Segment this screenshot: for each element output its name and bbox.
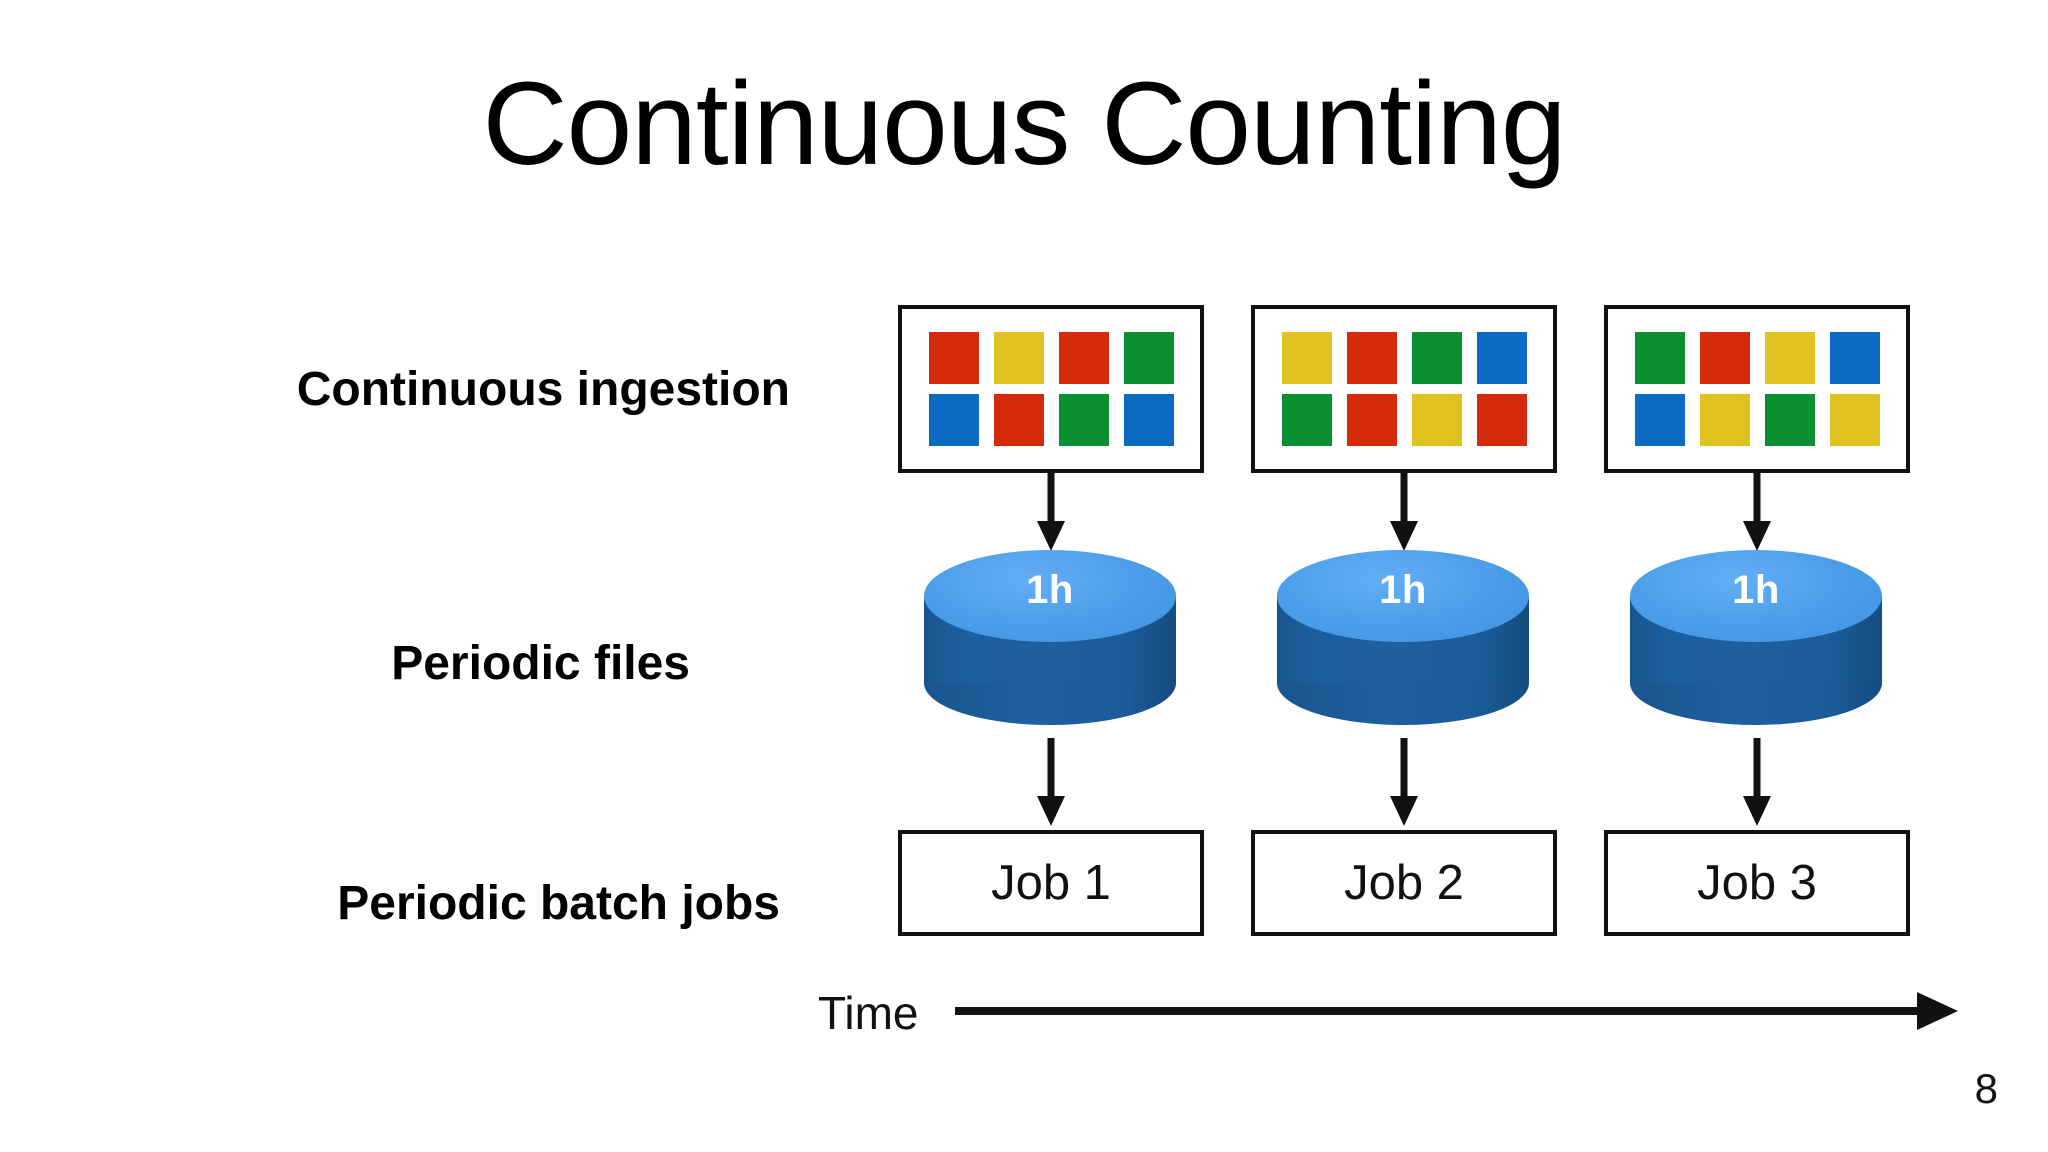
ingestion-chip <box>1346 332 1397 384</box>
row-label-continuous-ingestion: Continuous ingestion <box>296 363 790 416</box>
ingestion-chip <box>1699 394 1750 446</box>
ingestion-chip <box>1764 332 1815 384</box>
ingestion-chip <box>1281 394 1332 446</box>
arrow-down-icon <box>1036 473 1066 553</box>
ingestion-chip <box>1634 394 1685 446</box>
cylinder-top: 1h <box>1277 550 1529 642</box>
ingestion-chip <box>1634 332 1685 384</box>
ingestion-chip <box>1058 394 1109 446</box>
ingestion-box <box>898 305 1204 473</box>
cylinder-label: 1h <box>1379 568 1427 612</box>
cylinder-bottom <box>1277 683 1529 725</box>
periodic-file-cylinder: 1h <box>1630 550 1882 735</box>
ingestion-chip <box>1123 332 1174 384</box>
job-label: Job 3 <box>1697 855 1817 910</box>
ingestion-chip-row <box>1281 394 1527 446</box>
page-title: Continuous Counting <box>482 58 1566 190</box>
ingestion-chip <box>1829 394 1880 446</box>
ingestion-chip <box>1829 332 1880 384</box>
arrow-down-icon <box>1036 738 1066 828</box>
ingestion-chip <box>928 332 979 384</box>
pipeline-column-1: 1h Job 1 <box>898 0 1208 1152</box>
arrow-down-icon <box>1742 738 1772 828</box>
cylinder-label: 1h <box>1026 568 1074 612</box>
ingestion-chip <box>1476 332 1527 384</box>
ingestion-chip <box>1346 394 1397 446</box>
arrow-down-icon <box>1389 738 1419 828</box>
ingestion-chip-row <box>928 332 1174 384</box>
ingestion-chip <box>1699 332 1750 384</box>
arrow-down-icon <box>1742 473 1772 553</box>
ingestion-chip <box>1411 332 1462 384</box>
ingestion-box <box>1604 305 1910 473</box>
job-box[interactable]: Job 3 <box>1604 830 1910 936</box>
row-label-periodic-files: Periodic files <box>391 637 690 690</box>
pipeline-column-2: 1h Job 2 <box>1251 0 1561 1152</box>
ingestion-chip-row <box>1634 394 1880 446</box>
ingestion-chip-row <box>1281 332 1527 384</box>
job-box[interactable]: Job 1 <box>898 830 1204 936</box>
ingestion-chip-row <box>928 394 1174 446</box>
ingestion-chip <box>993 394 1044 446</box>
ingestion-chip <box>1058 332 1109 384</box>
ingestion-chip <box>1281 332 1332 384</box>
periodic-file-cylinder: 1h <box>924 550 1176 735</box>
cylinder-top: 1h <box>924 550 1176 642</box>
ingestion-chip <box>1476 394 1527 446</box>
cylinder-bottom <box>924 683 1176 725</box>
ingestion-chip <box>993 332 1044 384</box>
ingestion-box <box>1251 305 1557 473</box>
page-number: 8 <box>1974 1065 1998 1112</box>
ingestion-chip <box>1123 394 1174 446</box>
job-label: Job 2 <box>1344 855 1464 910</box>
job-box[interactable]: Job 2 <box>1251 830 1557 936</box>
row-label-periodic-batch-jobs: Periodic batch jobs <box>337 877 780 930</box>
ingestion-chip <box>1411 394 1462 446</box>
arrow-down-icon <box>1389 473 1419 553</box>
time-arrow-icon <box>955 988 1960 1034</box>
ingestion-chip-row <box>1634 332 1880 384</box>
time-axis-label: Time <box>818 987 919 1039</box>
cylinder-label: 1h <box>1732 568 1780 612</box>
pipeline-column-3: 1h Job 3 <box>1604 0 1914 1152</box>
cylinder-bottom <box>1630 683 1882 725</box>
periodic-file-cylinder: 1h <box>1277 550 1529 735</box>
ingestion-chip <box>1764 394 1815 446</box>
job-label: Job 1 <box>991 855 1111 910</box>
ingestion-chip <box>928 394 979 446</box>
cylinder-top: 1h <box>1630 550 1882 642</box>
